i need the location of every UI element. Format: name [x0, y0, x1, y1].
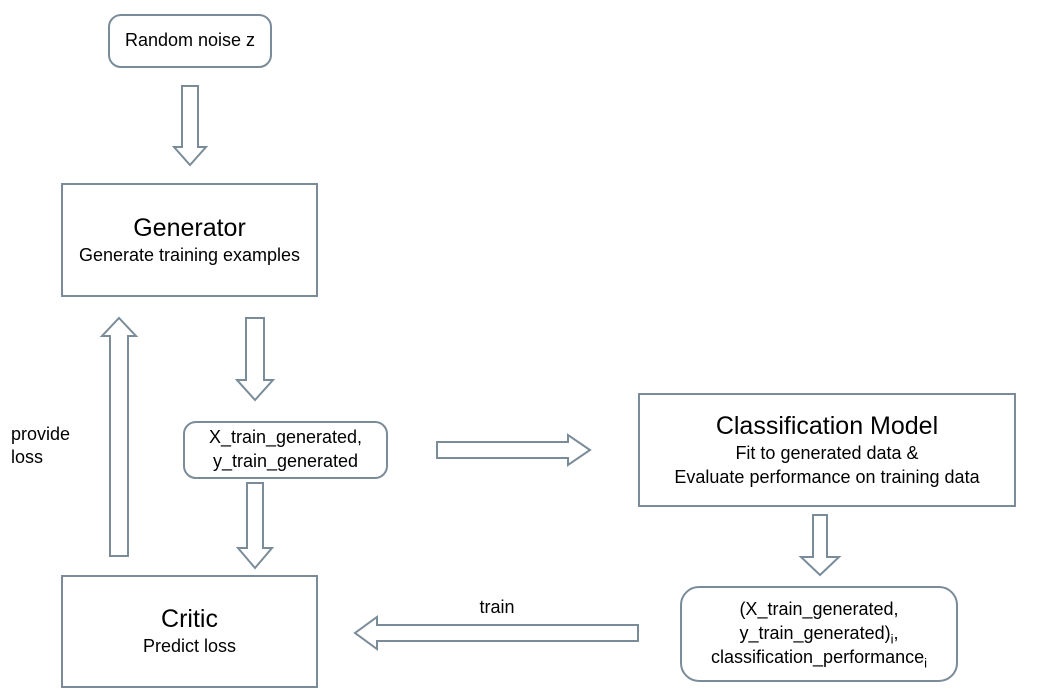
- edge-label-train: train: [479, 597, 515, 617]
- arrow-down-generator-to-data-icon: [234, 317, 276, 402]
- provide-loss-line-1: provide: [11, 424, 71, 444]
- classification-model-subtitle-1: Fit to generated data &: [735, 442, 919, 463]
- edge-label-provide-loss: provide loss: [11, 423, 70, 469]
- arrow-down-data-to-critic-icon: [235, 482, 275, 570]
- node-generated-data: X_train_generated, y_train_generated: [183, 421, 388, 479]
- node-training-tuples: (X_train_generated, y_train_generated)i,…: [680, 586, 958, 682]
- generator-subtitle: Generate training examples: [78, 244, 301, 265]
- node-critic: Critic Predict loss: [61, 575, 318, 688]
- critic-subtitle: Predict loss: [142, 636, 237, 657]
- random-noise-label: Random noise z: [124, 30, 256, 51]
- arrow-up-critic-to-generator-icon: [99, 316, 139, 557]
- node-random-noise: Random noise z: [108, 14, 272, 68]
- training-tuples-line-2: y_train_generated)i,: [739, 623, 899, 647]
- arrow-down-model-to-tuples-icon: [798, 514, 842, 577]
- classification-model-subtitle-2: Evaluate performance on training data: [674, 466, 980, 487]
- arrow-down-noise-to-generator-icon: [171, 85, 209, 167]
- critic-title: Critic: [161, 605, 218, 633]
- generator-title: Generator: [133, 213, 246, 242]
- arrow-left-tuples-to-critic-icon: [353, 615, 639, 651]
- classification-model-title: Classification Model: [715, 411, 939, 440]
- generated-data-line-2: y_train_generated: [212, 451, 359, 471]
- node-generator: Generator Generate training examples: [61, 183, 318, 297]
- arrow-right-data-to-model-icon: [436, 433, 592, 467]
- training-tuples-line-1: (X_train_generated,: [739, 599, 899, 620]
- training-tuples-line-3: classification_performancei: [711, 646, 927, 671]
- generated-data-line-1: X_train_generated,: [208, 427, 363, 448]
- node-classification-model: Classification Model Fit to generated da…: [638, 393, 1016, 507]
- provide-loss-line-2: loss: [11, 447, 44, 468]
